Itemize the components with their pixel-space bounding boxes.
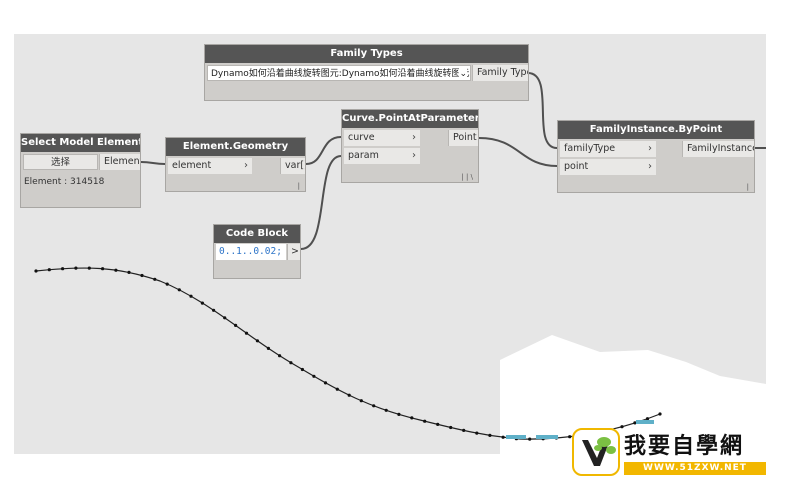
node-code-block[interactable]: Code Block 0..1..0.02; > <box>213 224 301 279</box>
code-editor[interactable]: 0..1..0.02; <box>216 244 286 260</box>
output-port-family-instance[interactable]: FamilyInstance <box>682 141 754 157</box>
node-title: Element.Geometry <box>166 138 305 156</box>
port-label: param <box>348 150 379 161</box>
node-title: FamilyInstance.ByPoint <box>558 121 754 139</box>
node-curve-point-at-parameter[interactable]: Curve.PointAtParameter curve › param › P… <box>341 109 479 183</box>
node-title: Code Block <box>214 225 300 243</box>
input-port-point[interactable]: point › <box>560 159 656 175</box>
port-label: familyType <box>564 143 616 154</box>
element-id-value: Element : 314518 <box>24 177 105 187</box>
node-title: Curve.PointAtParameter <box>342 110 478 128</box>
chevron-right-icon: › <box>648 161 652 172</box>
node-family-instance-by-point[interactable]: FamilyInstance.ByPoint familyType › poin… <box>557 120 755 193</box>
port-label: point <box>564 161 589 172</box>
watermark: 我要自學網 WWW.51ZXW.NET <box>568 426 768 478</box>
output-port-point[interactable]: Point <box>448 130 478 146</box>
lacing-indicator: | <box>746 183 749 191</box>
node-family-types[interactable]: Family Types Dynamo如何沿着曲线旋转图元:Dynamo如何沿着… <box>204 44 529 101</box>
input-port-curve[interactable]: curve › <box>344 130 420 146</box>
v-leaf-icon <box>582 437 616 466</box>
input-port-element[interactable]: element › <box>168 158 252 174</box>
port-label: element <box>172 160 212 171</box>
output-port-family-type[interactable]: Family Type <box>472 65 528 81</box>
select-button[interactable]: 选择 <box>23 154 98 170</box>
lacing-indicator: | <box>297 182 300 190</box>
node-select-model-element[interactable]: Select Model Element 选择 Element Element … <box>20 133 141 208</box>
input-port-param[interactable]: param › <box>344 148 420 164</box>
chevron-right-icon: › <box>412 150 416 161</box>
watermark-url: WWW.51ZXW.NET <box>624 462 766 475</box>
output-port-var[interactable]: var[] <box>280 158 305 174</box>
node-element-geometry[interactable]: Element.Geometry element › var[] | <box>165 137 306 192</box>
chevron-down-icon: ⌄ <box>459 66 467 80</box>
dropdown-selected-value: Dynamo如何沿着曲线旋转图元:Dynamo如何沿着曲线旋转图元 <box>211 69 470 79</box>
node-title: Family Types <box>205 45 528 63</box>
logo-icon <box>572 428 620 476</box>
lacing-indicator: | | \ <box>461 173 473 181</box>
family-type-dropdown[interactable]: Dynamo如何沿着曲线旋转图元:Dynamo如何沿着曲线旋转图元 ⌄ <box>207 65 471 81</box>
port-label: curve <box>348 132 375 143</box>
chevron-right-icon: › <box>412 132 416 143</box>
input-port-family-type[interactable]: familyType › <box>560 141 656 157</box>
watermark-title: 我要自學網 <box>624 433 745 459</box>
node-title: Select Model Element <box>21 134 140 152</box>
chevron-right-icon: › <box>648 143 652 154</box>
chevron-right-icon: › <box>244 160 248 171</box>
output-port-element[interactable]: Element <box>99 154 140 170</box>
output-port-code[interactable]: > <box>287 244 300 260</box>
